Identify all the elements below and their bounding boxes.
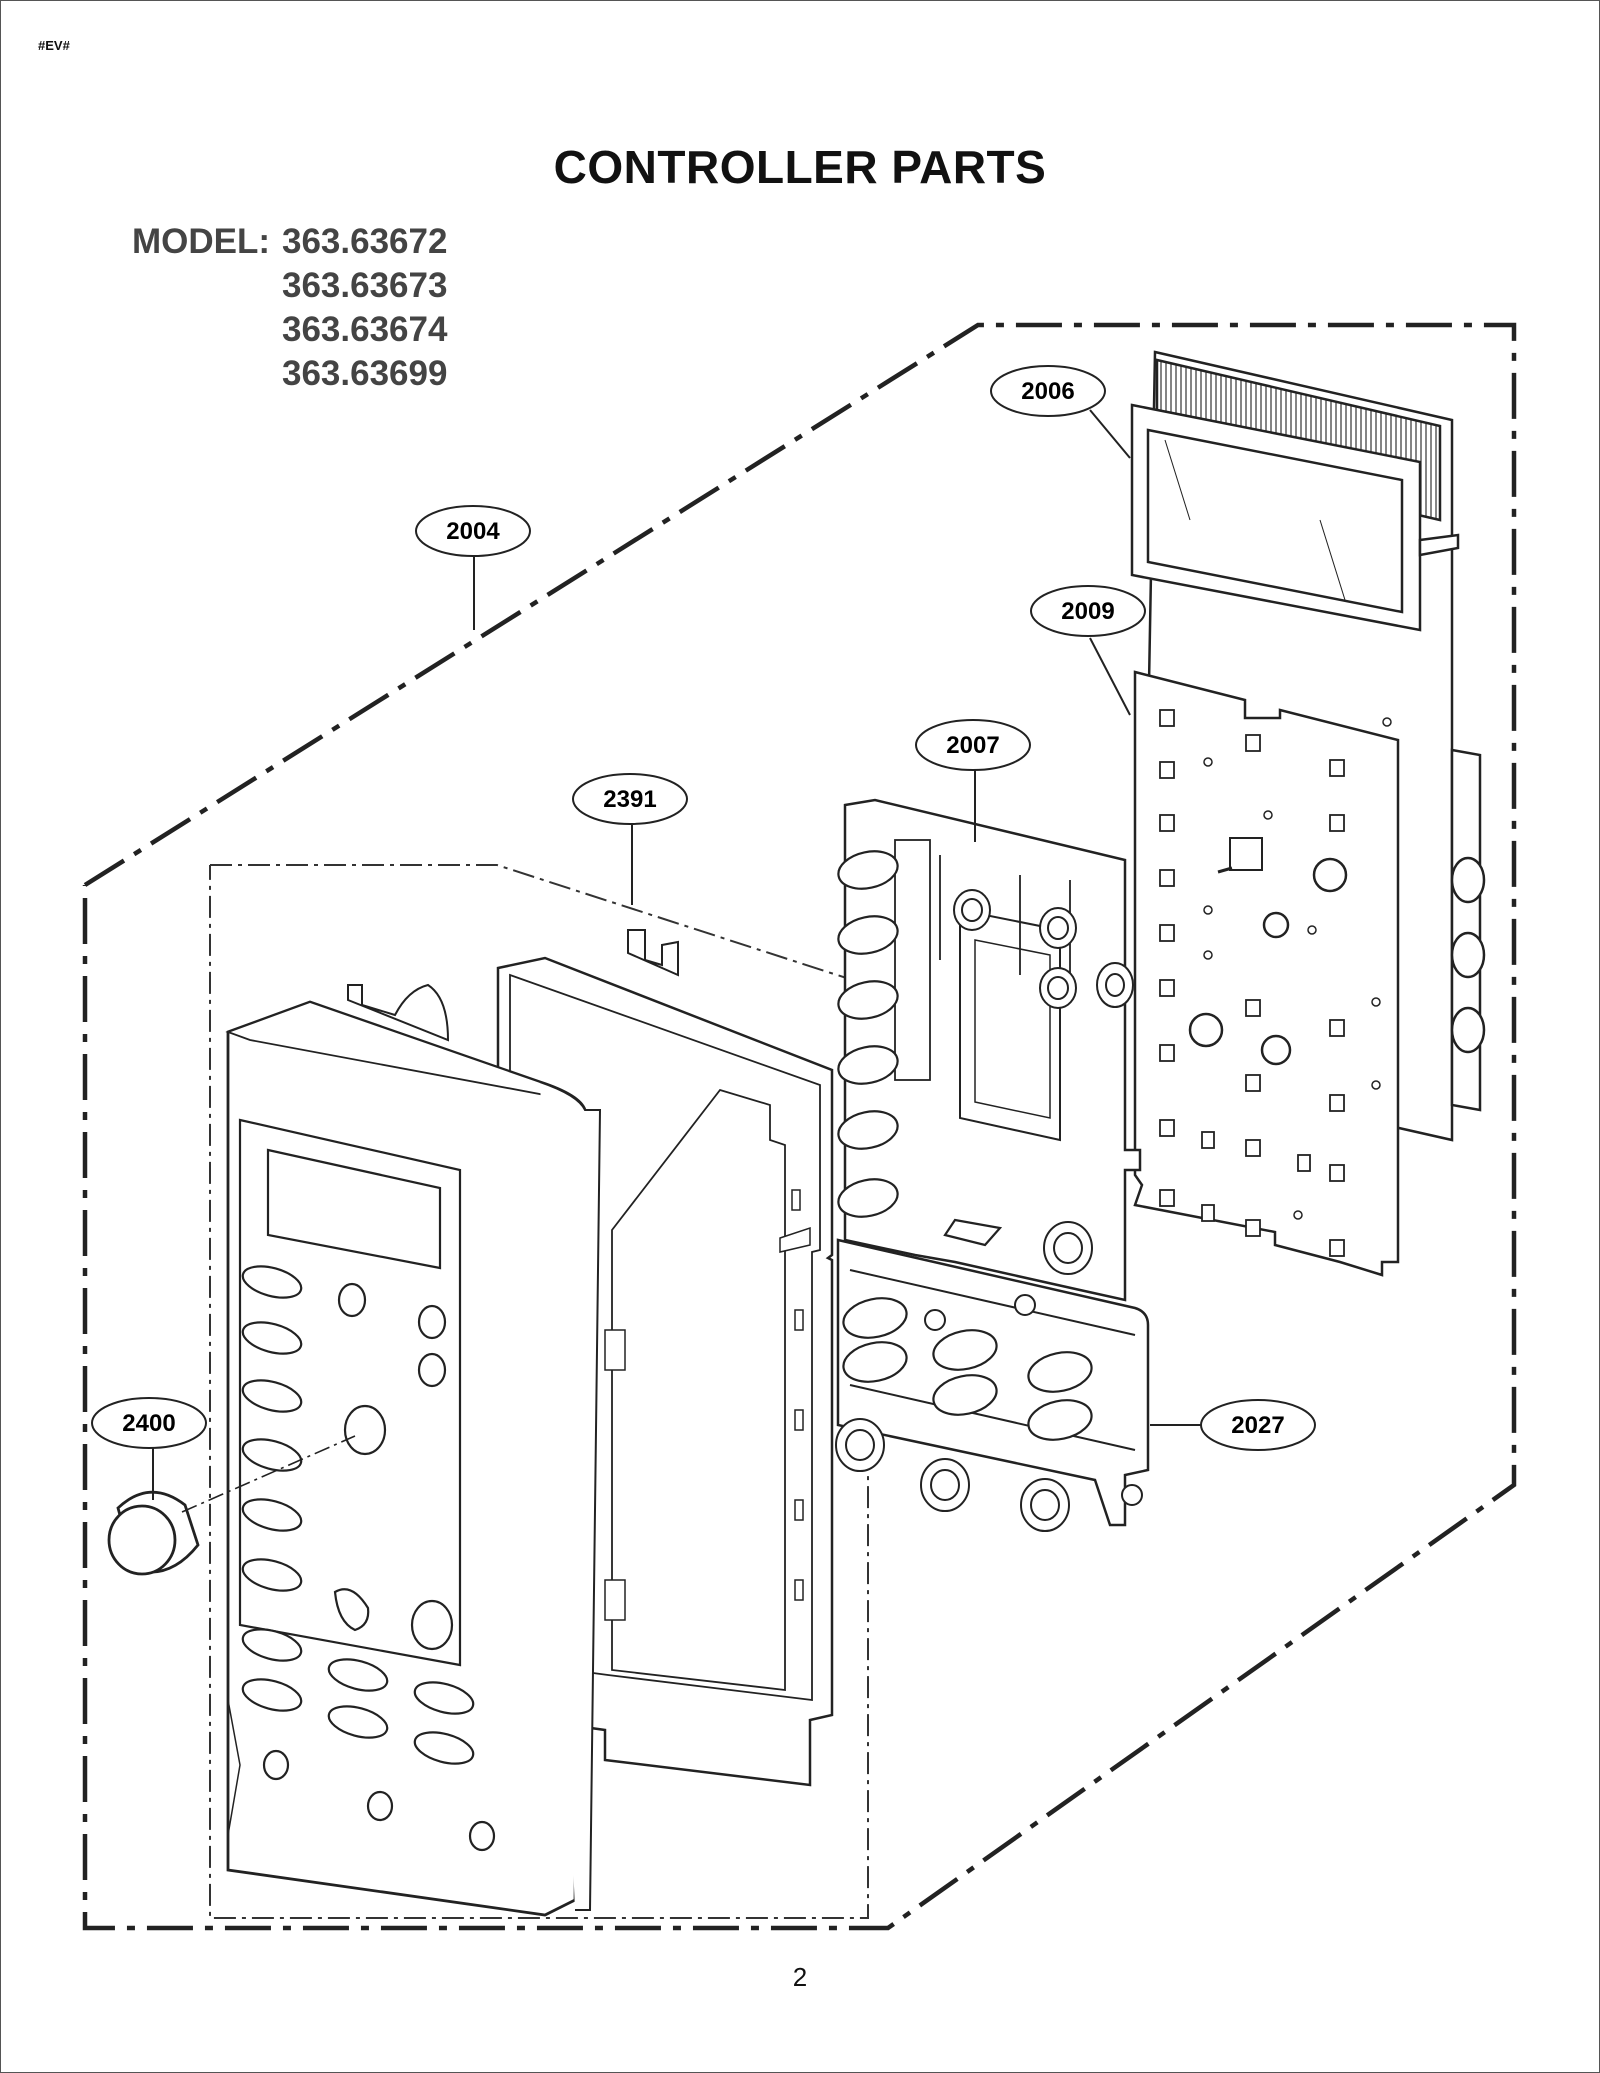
- model-number: 363.63699: [282, 354, 448, 393]
- page-title: CONTROLLER PARTS: [553, 141, 1047, 193]
- model-label: MODEL:: [132, 222, 271, 261]
- svg-text:2400: 2400: [122, 1410, 175, 1437]
- svg-text:2027: 2027: [1231, 1412, 1284, 1439]
- pcb-2009: [1133, 670, 1400, 1277]
- callout-2006: 2006: [990, 365, 1106, 417]
- callout-2027: 2027: [1200, 1399, 1316, 1451]
- svg-text:2391: 2391: [603, 786, 656, 813]
- leader-lines: [152, 409, 1202, 1500]
- model-list: MODEL: 363.63672 363.63673 363.63674 363.…: [132, 220, 447, 396]
- button-holder-2027: [835, 1238, 1150, 1532]
- callout-2009: 2009: [1030, 585, 1146, 637]
- assembly-boundary-2004: [82, 322, 1517, 1931]
- control-panel-2004: [225, 983, 602, 1917]
- button-holder-2007: [837, 798, 1142, 1302]
- callout-2391: 2391: [572, 773, 688, 825]
- svg-text:2006: 2006: [1021, 378, 1074, 405]
- svg-text:2004: 2004: [446, 518, 500, 545]
- svg-text:2009: 2009: [1061, 598, 1114, 625]
- model-number: 363.63674: [282, 310, 448, 349]
- knob-2400: [107, 1435, 356, 1576]
- callout-2004: 2004: [415, 505, 531, 557]
- document-code: #EV#: [38, 38, 70, 53]
- model-number: 363.63673: [282, 266, 448, 305]
- callout-2400: 2400: [91, 1397, 207, 1449]
- callout-2007: 2007: [915, 719, 1031, 771]
- page-number: 2: [792, 1962, 808, 1992]
- model-number: 363.63672: [282, 222, 448, 261]
- svg-text:2007: 2007: [946, 732, 999, 759]
